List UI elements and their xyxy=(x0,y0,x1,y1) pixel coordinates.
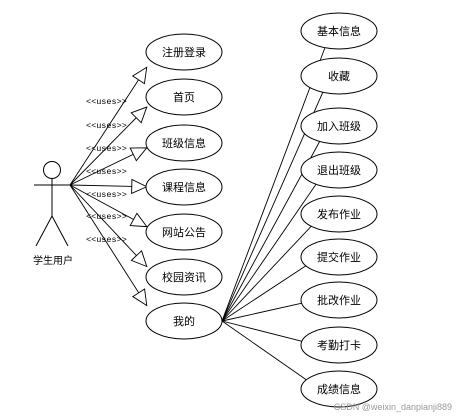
use-case-label: 注册登录 xyxy=(162,45,206,59)
use-case-label: 基本信息 xyxy=(317,24,361,38)
actor-head xyxy=(43,161,61,179)
connector-line xyxy=(221,320,303,342)
connector-line xyxy=(221,47,326,322)
connector-line xyxy=(221,302,303,322)
use-case: 校园资讯 xyxy=(145,258,223,296)
uses-label: <<uses>> xyxy=(86,190,127,200)
use-case: 考勤打卡 xyxy=(300,326,378,364)
use-case-ellipse xyxy=(145,302,223,340)
use-case: 批改作业 xyxy=(300,281,378,319)
connector-line xyxy=(221,225,312,322)
use-case: 注册登录 xyxy=(145,33,223,71)
uses-label: <<uses>> xyxy=(86,212,127,222)
use-case-label: 批改作业 xyxy=(317,293,361,307)
use-case-ellipse xyxy=(145,168,223,206)
actor-label: 学生用户 xyxy=(33,254,73,267)
arrowhead-icon xyxy=(131,66,148,85)
use-case: 首页 xyxy=(145,78,223,116)
uses-label: <<uses>> xyxy=(86,121,127,131)
connector-line xyxy=(69,184,134,220)
use-case-label: 发布作业 xyxy=(317,207,361,221)
connector-line xyxy=(221,183,317,322)
connector-line xyxy=(69,184,140,294)
arrowhead-icon xyxy=(131,178,148,195)
use-case: 我的 xyxy=(145,302,223,340)
use-case-ellipse xyxy=(300,195,378,233)
use-case: 提交作业 xyxy=(300,238,378,276)
use-case-label: 我的 xyxy=(173,314,195,328)
actor-left-leg xyxy=(35,215,53,247)
use-case-ellipse xyxy=(145,78,223,116)
actor-right-leg xyxy=(51,215,69,247)
connector-line xyxy=(69,153,134,186)
connector-line xyxy=(221,320,308,381)
use-case-ellipse xyxy=(300,326,378,364)
use-case: 班级信息 xyxy=(145,124,223,162)
connector-line xyxy=(69,184,132,187)
use-case: 基本信息 xyxy=(300,12,378,50)
use-case-ellipse xyxy=(145,33,223,71)
uses-labels: <<uses>> <<uses>> <<uses>> <<uses>> <<uses>>… xyxy=(86,97,127,245)
use-case-label: 首页 xyxy=(173,90,195,104)
connector-line xyxy=(69,184,137,256)
use-case-label: 网站公告 xyxy=(162,225,206,239)
use-case-label: 班级信息 xyxy=(162,136,206,150)
use-case: 收藏 xyxy=(300,57,378,95)
use-case-ellipse xyxy=(300,57,378,95)
watermark: CSDN @weixin_danpianji889 xyxy=(334,402,452,412)
use-case-ellipse xyxy=(300,12,378,50)
use-case-ellipse xyxy=(300,107,378,145)
actor-student-user: 学生用户 xyxy=(33,161,73,267)
use-case-ellipse xyxy=(145,258,223,296)
uses-label: <<uses>> xyxy=(86,97,127,107)
arrowhead-icon xyxy=(129,212,148,228)
arrowhead-icon xyxy=(130,249,148,268)
uses-label: <<uses>> xyxy=(86,235,127,245)
use-case-ellipse xyxy=(145,124,223,162)
use-case-ellipse xyxy=(300,151,378,189)
use-case-label: 课程信息 xyxy=(162,180,206,194)
use-case: 发布作业 xyxy=(300,195,378,233)
arrowhead-icon xyxy=(131,288,148,307)
use-case-label: 加入班级 xyxy=(317,120,361,133)
use-case-label: 收藏 xyxy=(328,69,350,83)
use-case-label: 校园资讯 xyxy=(162,270,206,284)
use-case-ellipse xyxy=(300,238,378,276)
use-case-label: 退出班级 xyxy=(317,163,361,177)
use-case-ellipse xyxy=(300,281,378,319)
use-case-ellipse xyxy=(300,370,378,408)
uses-label: <<uses>> xyxy=(86,144,127,154)
use-case: 课程信息 xyxy=(145,168,223,206)
use-case: 网站公告 xyxy=(145,213,223,251)
use-case: 成绩信息 xyxy=(300,370,378,408)
arrowhead-icon xyxy=(130,106,148,124)
connector-line xyxy=(69,79,139,186)
uses-label: <<uses>> xyxy=(86,167,127,177)
connector-line xyxy=(69,117,137,186)
use-case: 加入班级 xyxy=(300,107,378,145)
use-case-label: 考勤打卡 xyxy=(317,338,361,352)
use-case: 退出班级 xyxy=(300,151,378,189)
use-case-ellipse xyxy=(145,213,223,251)
arrowhead-icon xyxy=(129,147,148,162)
use-case-label: 成绩信息 xyxy=(317,382,361,396)
connector-lines xyxy=(69,47,326,381)
connector-line xyxy=(221,265,307,322)
use-case-label: 提交作业 xyxy=(317,250,361,264)
